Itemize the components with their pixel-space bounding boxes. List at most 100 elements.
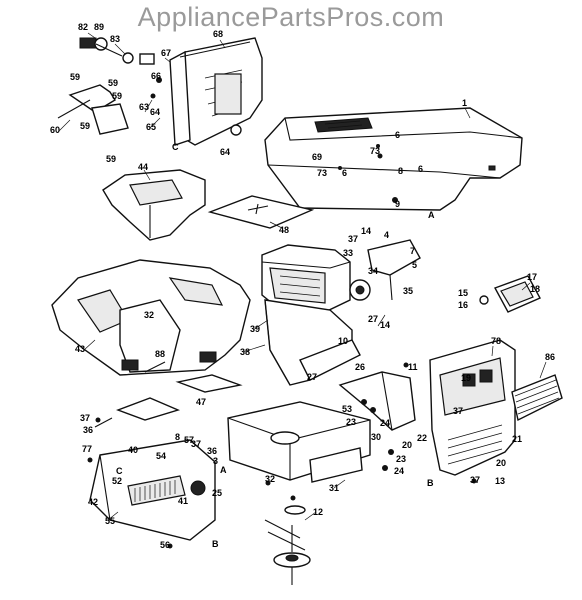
watermark: AppliancePartsPros.com [137,2,445,32]
callout-20: 20 [402,440,412,450]
marker-A: A [428,210,435,220]
grille-insert [511,374,563,422]
callout-20: 20 [496,458,506,468]
callout-40: 40 [128,445,138,455]
callout-12: 12 [313,507,323,517]
callout-83: 83 [110,34,120,44]
callout-59: 59 [112,91,122,101]
callout-37: 37 [80,413,90,423]
callout-8: 8 [398,166,403,176]
callout-16: 16 [458,300,468,310]
callout-22: 22 [417,433,427,443]
callout-4: 4 [384,230,389,240]
callout-77: 77 [82,444,92,454]
callout-48: 48 [279,225,289,235]
foot-plate-bracket [115,374,243,421]
callout-37: 37 [191,439,201,449]
callout-24: 24 [394,466,404,476]
callout-41: 41 [178,496,188,506]
callout-44: 44 [138,162,148,172]
engine-shroud [264,299,361,386]
callout-11: 11 [408,362,418,372]
callout-43: 43 [75,344,85,354]
callout-33: 33 [343,248,353,258]
engine [261,244,371,313]
callout-6: 6 [418,164,423,174]
callout-73: 73 [370,146,380,156]
callout-19: 19 [461,373,471,383]
callout-64: 64 [150,107,160,117]
marker-B: B [427,478,434,488]
callout-69: 69 [312,152,322,162]
callout-3: 3 [213,456,218,466]
callout-1: 1 [462,98,467,108]
callout-26: 26 [355,362,365,372]
callout-23: 23 [346,417,356,427]
callout-36: 36 [207,446,217,456]
callout-63: 63 [139,102,149,112]
callout-27: 27 [307,372,317,382]
callout-55: 55 [105,516,115,526]
callout-27: 27 [368,314,378,324]
callout-17: 17 [527,272,537,282]
callout-59: 59 [80,121,90,131]
callout-13: 13 [495,476,505,486]
callout-36: 36 [83,425,93,435]
grille-panel [429,339,516,476]
callout-18: 18 [530,284,540,294]
callout-25: 25 [212,488,222,498]
front-bumper [89,439,216,541]
callout-54: 54 [156,451,166,461]
engine-bracket [367,239,421,301]
callout-89: 89 [94,22,104,32]
callout-14: 14 [380,320,390,330]
callout-78: 78 [491,336,501,346]
callout-59: 59 [70,72,80,82]
callout-42: 42 [88,497,98,507]
callout-8: 8 [175,432,180,442]
callout-60: 60 [50,125,60,135]
callout-9: 9 [395,199,400,209]
leader-lines [57,32,547,521]
callout-52: 52 [112,476,122,486]
callout-86: 86 [545,352,555,362]
callout-24: 24 [380,418,390,428]
callout-37: 37 [348,234,358,244]
drive-pulley [264,505,311,585]
callout-5: 5 [412,260,417,270]
headlight [479,275,541,313]
callout-14: 14 [361,226,371,236]
hood [264,107,523,211]
callout-37: 37 [453,406,463,416]
callout-10: 10 [338,336,348,346]
callout-7: 7 [410,246,415,256]
fender [51,259,251,376]
callout-30: 30 [371,432,381,442]
marker-B: B [212,539,219,549]
callout-57: 57 [184,435,194,445]
marker-C: C [172,142,179,152]
key-switch-assembly [57,37,242,136]
seat [102,169,206,241]
callout-34: 34 [368,266,378,276]
callout-59: 59 [108,78,118,88]
chassis-frame [227,401,371,483]
marker-C: C [116,466,123,476]
callout-23: 23 [396,454,406,464]
callout-21: 21 [512,434,522,444]
callout-66: 66 [151,71,161,81]
callout-38: 38 [240,347,250,357]
callout-35: 35 [403,286,413,296]
callout-labels: 1 3 4 5 6 6 6 7 8 8 9 10 11 12 13 14 14 … [50,22,555,550]
callout-68: 68 [213,29,223,39]
callout-88: 88 [155,349,165,359]
fasteners [87,144,477,549]
callout-6: 6 [395,130,400,140]
callout-15: 15 [458,288,468,298]
callout-82: 82 [78,22,88,32]
callout-53: 53 [342,404,352,414]
seat-plate [207,195,315,229]
callout-37: 37 [470,475,480,485]
callout-73: 73 [317,168,327,178]
